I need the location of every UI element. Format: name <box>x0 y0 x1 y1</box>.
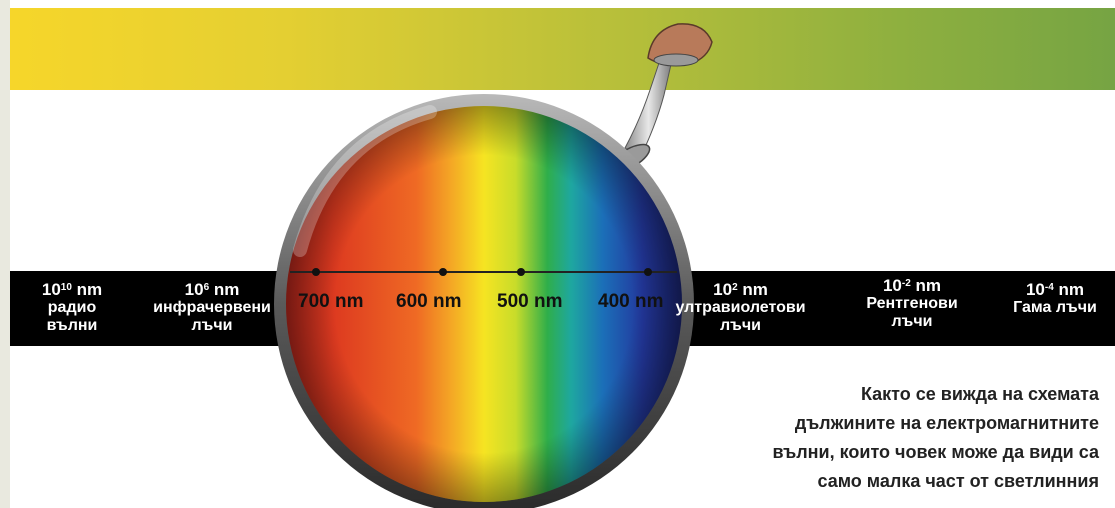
tick-label-600: 600 nm <box>396 291 462 312</box>
magnifier-handle <box>624 59 673 159</box>
label-xray: 10-2 nm Рентгенови лъчи <box>866 276 958 331</box>
tick-dot-400 <box>644 268 652 276</box>
tick-dot-700 <box>312 268 320 276</box>
left-margin-strip <box>0 0 10 508</box>
tick-label-500: 500 nm <box>497 291 563 312</box>
label-radio: 1010 nm радио вълни <box>41 280 103 335</box>
tick-dot-600 <box>439 268 447 276</box>
label-infrared: 106 nm инфрачервени лъчи <box>153 280 271 335</box>
caption-line-1: Както се вижда на схемата <box>860 384 1099 404</box>
caption-line-3: вълни, които човек може да види са <box>772 442 1100 462</box>
caption-line-4: само малка част от светлинния <box>817 471 1099 491</box>
top-gradient-bar <box>10 8 1115 90</box>
tick-dot-500 <box>517 268 525 276</box>
label-gamma: 10-4 nm Гама лъчи <box>1013 280 1097 317</box>
tick-label-700: 700 nm <box>298 291 364 312</box>
caption-text: Както се вижда на схемата дължините на е… <box>619 380 1100 496</box>
caption-line-2: дължините на електромагнитните <box>794 413 1099 433</box>
label-ultraviolet: 102 nm ултравиолетови лъчи <box>675 280 806 335</box>
top-margin <box>10 0 1115 8</box>
tick-label-400: 400 nm <box>598 291 664 312</box>
